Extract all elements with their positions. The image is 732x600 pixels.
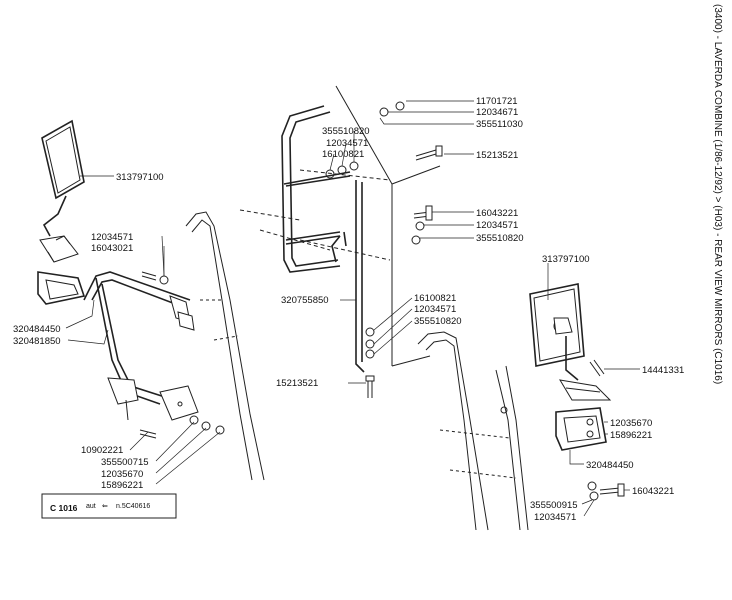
part-label: 12035670: [610, 418, 652, 429]
handrail: [281, 105, 341, 273]
center-handrail-assembly: [281, 85, 443, 398]
reference-code: C 1016: [50, 503, 78, 513]
part-label: 12034571: [534, 512, 576, 523]
right-u-bracket: [555, 407, 607, 451]
part-label: 16043221: [476, 208, 518, 219]
left-mount-plate: [159, 385, 199, 421]
part-label: 320484450: [13, 324, 61, 335]
part-label: 12034571: [91, 232, 133, 243]
reference-note-arrow: ⇐: [102, 503, 108, 510]
part-label: 12035670: [101, 469, 143, 480]
left-mirror-glass: [45, 126, 81, 194]
left-u-bracket: [37, 271, 86, 305]
left-mirror-stem: [42, 195, 67, 237]
part-label: 355510820: [414, 316, 462, 327]
left-bolt: [141, 271, 157, 281]
part-label: 15896221: [101, 480, 143, 491]
reference-note-value: n.5C40616: [116, 503, 150, 510]
part-label: 11701721: [476, 96, 518, 107]
part-label: 320484450: [586, 460, 634, 471]
part-label: 313797100: [542, 254, 590, 265]
leader-lines: [65, 100, 640, 517]
right-cabin-frame: [417, 331, 529, 531]
part-labels: 313797100 12034571 16043021 320484450 32…: [13, 96, 684, 523]
right-mirror-glass: [533, 288, 581, 362]
part-label: 355510820: [322, 126, 370, 137]
reference-note-prefix: aut: [86, 503, 96, 510]
left-mirror-clamp: [39, 235, 79, 263]
part-label: 10902221: [81, 445, 123, 456]
left-mirror-arm: [83, 271, 191, 309]
part-label: 16043021: [91, 243, 133, 254]
part-label: 14441331: [642, 365, 684, 376]
reference-box: C 1016 aut ⇐ n.5C40616: [41, 493, 177, 519]
part-label: 15213521: [476, 150, 518, 161]
part-label: 320755850: [281, 295, 329, 306]
diagram-title: (3400) - LAVERDA COMBINE (1/86-12/92) > …: [712, 4, 723, 384]
part-label: 355500715: [101, 457, 149, 468]
part-label: 355511030: [476, 119, 523, 130]
part-label: 12034571: [414, 304, 456, 315]
part-label: 15896221: [610, 430, 652, 441]
part-label: 12034671: [476, 107, 518, 118]
part-label: 355510820: [476, 233, 524, 244]
part-label: 16100821: [414, 293, 456, 304]
part-label: 313797100: [116, 172, 164, 183]
part-label: 15213521: [276, 378, 318, 389]
right-mirror-assembly: [529, 283, 625, 501]
part-label: 320481850: [13, 336, 61, 347]
left-mirror-frame: [41, 119, 85, 200]
right-mirror-frame: [529, 283, 585, 367]
part-label: 12034571: [476, 220, 518, 231]
part-label: 355500915: [530, 500, 578, 511]
cabin-corner: [335, 85, 441, 367]
left-cabin-frame: [185, 209, 331, 481]
part-label: 16043221: [632, 486, 674, 497]
left-mirror-assembly: [37, 119, 225, 439]
part-label: 16100821: [322, 149, 364, 160]
part-label: 12034571: [326, 138, 368, 149]
